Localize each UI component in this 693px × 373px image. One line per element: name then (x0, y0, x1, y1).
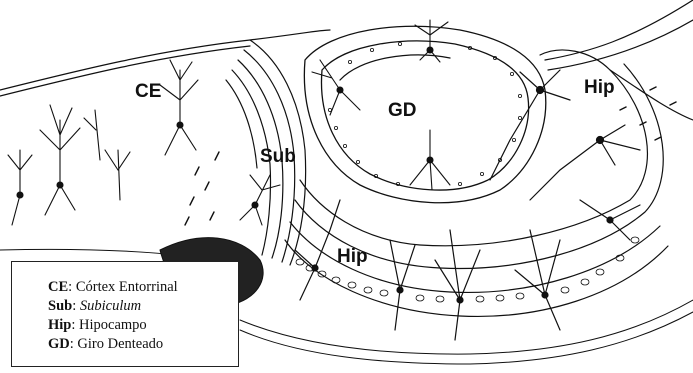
ventricle-lines (545, 0, 693, 120)
legend-abbr: GD (48, 336, 70, 352)
legend-sep: : (68, 279, 76, 295)
legend: CE: Córtex Entorrinal Sub: Subiculum Hip… (11, 261, 239, 367)
legend-abbr: Hip (48, 317, 71, 333)
label-hip-bottom: Hip (337, 247, 368, 266)
label-sub: Sub (260, 147, 296, 166)
label-gd: GD (388, 101, 417, 120)
legend-abbr: CE (48, 279, 68, 295)
subiculum-neurons (240, 175, 280, 225)
label-ce: CE (135, 82, 161, 101)
dentate-gyrus-outline (304, 26, 545, 202)
legend-text: Córtex Entorrinal (76, 279, 178, 295)
legend-text: Subiculum (80, 298, 141, 314)
legend-row-sub: Sub: Subiculum (48, 297, 238, 316)
dentate-neurons (312, 20, 450, 190)
legend-text: Giro Denteado (77, 336, 163, 352)
legend-row-hip: Hip: Hipocampo (48, 316, 238, 335)
legend-row-ce: CE: Córtex Entorrinal (48, 278, 238, 297)
legend-row-gd: GD: Giro Denteado (48, 335, 238, 354)
legend-text: Hipocampo (79, 317, 147, 333)
legend-sep: : (72, 298, 80, 314)
label-hip-top: Hip (584, 78, 615, 97)
hippocampal-neurons (295, 70, 640, 340)
legend-abbr: Sub (48, 298, 72, 314)
legend-sep: : (71, 317, 79, 333)
granule-cell-dots (328, 42, 521, 185)
entorhinal-neurons (8, 60, 198, 225)
